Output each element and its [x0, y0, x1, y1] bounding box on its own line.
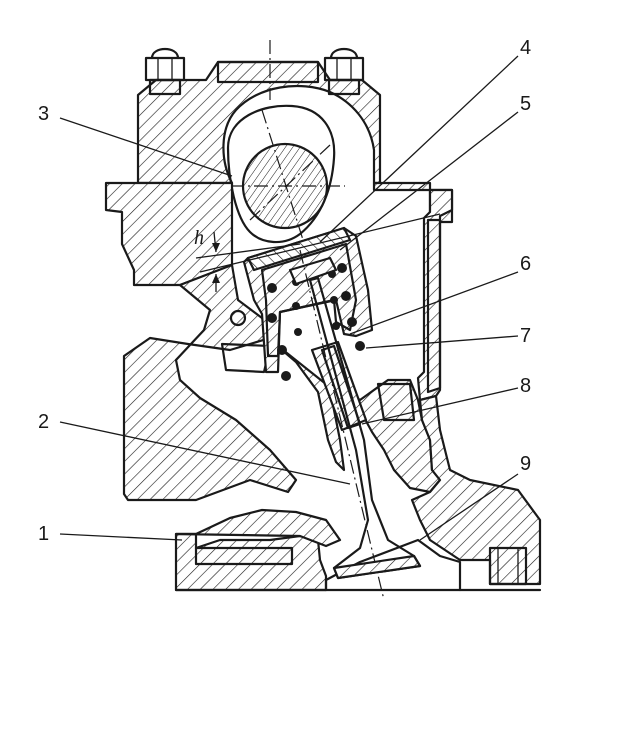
leader-3 — [59, 117, 233, 177]
leader-7 — [365, 335, 519, 349]
tappet-assembly — [242, 226, 374, 381]
leader-1 — [59, 533, 183, 541]
leader-4 — [319, 55, 519, 243]
h-dimension-label: h — [194, 227, 204, 249]
callout-labels: 3 4 5 6 7 8 2 9 1 — [38, 37, 531, 545]
bearing-cap — [136, 40, 382, 185]
leader-6 — [349, 271, 519, 335]
leader-5 — [339, 111, 519, 251]
callout-3: 3 — [38, 103, 49, 125]
callout-5: 5 — [520, 93, 531, 115]
callout-2: 2 — [38, 411, 49, 433]
valve — [299, 249, 422, 601]
callout-9: 9 — [520, 453, 531, 475]
callout-8: 8 — [520, 375, 531, 397]
callout-7: 7 — [520, 325, 531, 347]
leader-lines — [59, 55, 519, 541]
cylinder-head — [104, 181, 542, 592]
callout-6: 6 — [520, 253, 531, 275]
clearance-dimension: h — [194, 213, 441, 292]
callout-4: 4 — [520, 37, 531, 59]
leader-8 — [361, 387, 519, 425]
camshaft — [226, 104, 345, 263]
leader-2 — [59, 421, 351, 485]
leader-9 — [419, 473, 519, 541]
cap-bolt-left — [144, 47, 186, 96]
cap-bolt-right — [323, 47, 365, 96]
callout-1: 1 — [38, 523, 49, 545]
